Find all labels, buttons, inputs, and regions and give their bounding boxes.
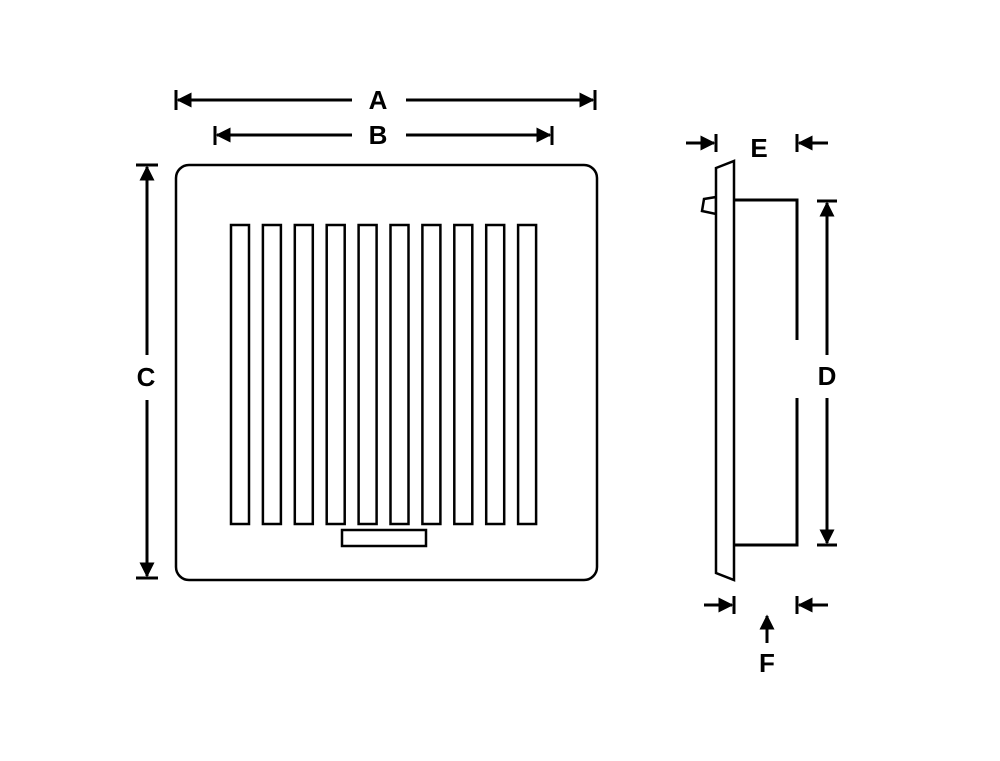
label-f: F [759, 648, 775, 678]
label-d: D [818, 361, 837, 391]
label-e: E [750, 133, 767, 163]
dimension-e: E [686, 133, 828, 163]
label-a: A [369, 85, 388, 115]
dimension-c: C [136, 163, 158, 580]
front-view [174, 163, 599, 582]
grille-slot [484, 223, 506, 526]
dimension-b: B [213, 120, 554, 150]
dimension-d: D [817, 199, 837, 547]
dimension-f: F [704, 596, 828, 678]
grille-slot [516, 223, 538, 526]
duct-body [734, 198, 799, 547]
grille-slot [325, 223, 346, 526]
grille-slot [453, 223, 474, 526]
label-b: B [369, 120, 388, 150]
label-c: C [137, 362, 156, 392]
side-view [700, 159, 799, 582]
mounting-tab [700, 195, 718, 216]
grille-slot [229, 223, 251, 526]
handle-slot [340, 528, 428, 548]
grille-slot [293, 223, 315, 526]
grille-slot [357, 223, 378, 526]
face-plate [714, 159, 736, 582]
grille-slots [229, 223, 538, 526]
dimension-a: A [174, 85, 597, 115]
grille-slot [261, 223, 283, 526]
grille-slot [389, 223, 410, 526]
grille-slot [421, 223, 442, 526]
